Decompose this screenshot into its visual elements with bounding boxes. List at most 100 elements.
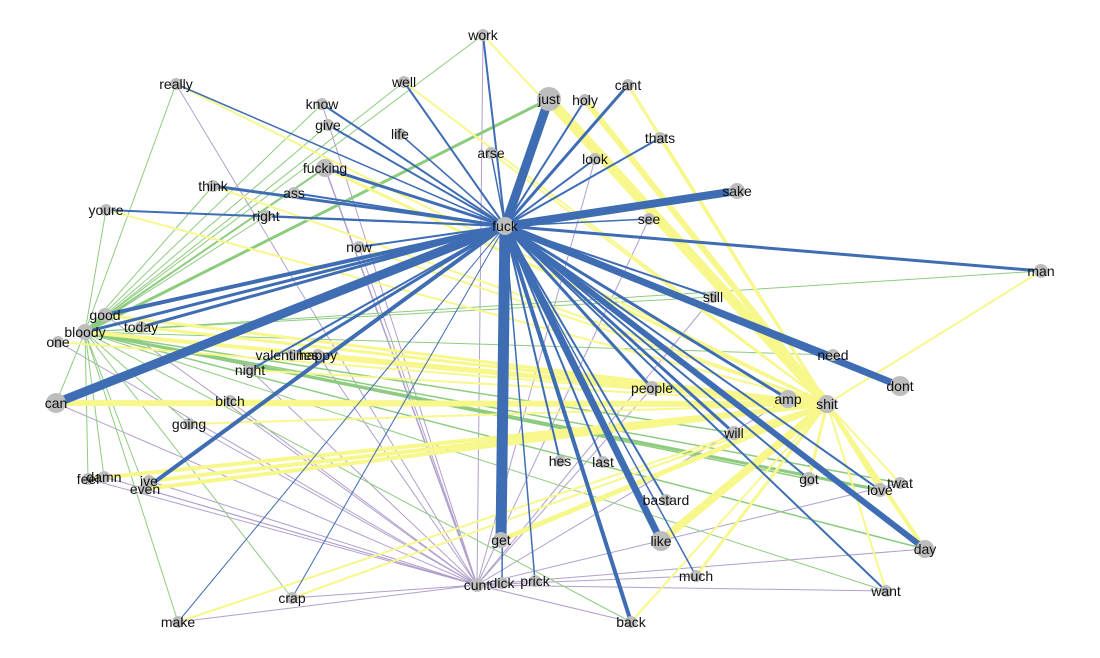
node-last[interactable] [597,456,609,468]
node-label-day: day [914,541,937,557]
node-hes[interactable] [554,455,566,467]
edge-fuck-right [265,215,506,227]
node-arse[interactable] [485,147,497,159]
node-look[interactable] [589,153,601,165]
edge-fuck-know [321,103,506,227]
node-crap[interactable] [286,592,298,604]
node-right[interactable] [260,210,272,222]
node-dont[interactable] [890,376,910,396]
node-like[interactable] [651,531,671,551]
node-amp[interactable] [779,390,797,408]
node-just[interactable] [537,87,561,111]
node-label-need: need [817,347,848,363]
node-one[interactable] [52,336,64,348]
edge-shit-back [630,403,828,623]
node-cant[interactable] [622,79,634,91]
edge-shit-can [55,400,828,407]
node-see[interactable] [643,213,655,225]
edge-cunt-bitch [229,400,478,586]
edge-fuck-valentines [291,224,506,357]
node-feel[interactable] [82,473,94,485]
node-label-twat: twat [887,475,913,491]
node-label-make: make [161,614,195,630]
edge-shit-thats [658,137,829,405]
node-going[interactable] [183,418,195,430]
edge-cunt-even [144,488,478,586]
node-label-thats: thats [645,130,675,146]
node-want[interactable] [880,585,892,597]
edge-fuck-sake [504,187,738,230]
edge-bloody-want [84,331,887,592]
node-label-prick: prick [520,573,551,589]
node-know[interactable] [316,98,328,110]
node-really[interactable] [170,78,182,90]
edge-shit-youre [105,209,828,405]
edge-fuck-think [212,184,506,228]
node-fuck[interactable] [496,217,514,235]
node-bloody[interactable] [77,324,93,340]
node-sake[interactable] [729,183,745,199]
node-shit[interactable] [818,395,836,413]
node-thats[interactable] [654,132,666,144]
node-prick[interactable] [529,575,541,587]
node-label-fucking: fucking [303,160,347,176]
edges-layer [54,34,1042,623]
node-youre[interactable] [100,204,112,216]
node-need[interactable] [827,349,839,361]
edge-cunt-know [321,103,478,586]
node-night[interactable] [244,364,256,376]
node-work[interactable] [477,29,489,41]
node-label-night: night [235,362,265,378]
node-holy[interactable] [579,94,591,106]
node-damn[interactable] [98,471,110,483]
node-label-give: give [315,117,341,133]
node-make[interactable] [172,616,184,628]
node-happy[interactable] [312,349,324,361]
node-day[interactable] [916,540,934,558]
edge-cunt-feel [87,478,478,586]
node-fucking[interactable] [316,159,334,177]
node-much[interactable] [690,570,702,582]
node-think[interactable] [207,180,219,192]
node-give[interactable] [322,119,334,131]
node-label-shit: shit [816,396,838,412]
edge-cunt-back [476,584,632,623]
node-label-even: even [130,481,160,497]
edge-shit-get [500,401,828,543]
edge-fuck-like [501,224,665,543]
edge-fuck-day [503,223,927,552]
node-cunt[interactable] [470,578,484,592]
node-will[interactable] [727,426,741,440]
node-label-life: life [391,126,409,142]
node-valentines[interactable] [286,349,298,361]
node-twat[interactable] [894,477,906,489]
node-love[interactable] [873,483,887,497]
node-people[interactable] [645,381,659,395]
node-today[interactable] [135,321,147,333]
node-ass[interactable] [288,187,300,199]
edge-fuck-life [399,133,506,227]
edge-bloody-really [84,83,177,333]
node-good[interactable] [98,308,112,322]
node-dick[interactable] [496,577,508,589]
node-bastard[interactable] [660,494,672,506]
edge-fuck-really [175,83,506,227]
node-get[interactable] [493,532,509,548]
node-life[interactable] [394,128,406,140]
edge-fuck-can [54,221,507,408]
node-still[interactable] [707,291,719,303]
node-got[interactable] [802,472,816,486]
edge-fuck-will [503,224,736,435]
node-bitch[interactable] [224,395,236,407]
node-man[interactable] [1034,264,1048,278]
node-well[interactable] [398,76,410,88]
node-even[interactable] [139,483,151,495]
node-label-like: like [650,533,671,549]
edge-fuck-back [503,225,633,623]
node-can[interactable] [46,393,66,413]
node-label-back: back [616,614,647,630]
edge-fuck-thats [504,137,661,227]
node-label-think: think [198,178,229,194]
node-back[interactable] [625,616,637,628]
node-now[interactable] [353,241,365,253]
